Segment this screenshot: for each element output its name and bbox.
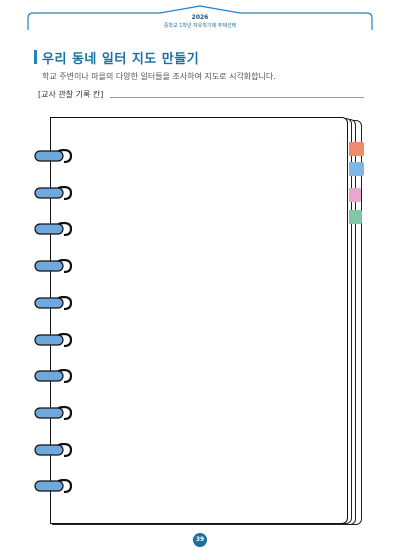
spiral-ring xyxy=(34,479,72,493)
spiral-ring xyxy=(34,259,72,273)
header-subtitle: 중학교 1학년 자유학기제 주제선택 xyxy=(163,23,237,29)
notebook-tab-pink[interactable] xyxy=(349,188,361,202)
spiral-ring xyxy=(34,443,72,457)
memo-underline[interactable] xyxy=(110,97,364,98)
spiral-ring xyxy=(34,406,72,420)
notebook-tab-orange[interactable] xyxy=(349,142,364,156)
notebook-tab-green[interactable] xyxy=(349,210,362,224)
title-accent-bar xyxy=(34,50,37,64)
spiral-ring xyxy=(34,222,72,236)
notebook-drawing-area[interactable] xyxy=(50,117,348,524)
header-decoration xyxy=(27,5,373,30)
spiral-ring xyxy=(34,149,72,163)
page-title: 우리 동네 일터 지도 만들기 xyxy=(42,52,200,67)
notebook-tab-blue[interactable] xyxy=(349,162,364,176)
spiral-ring xyxy=(34,369,72,383)
page-number: 39 xyxy=(193,533,207,547)
section-description: 학교 주변이나 마을의 다양한 일터들을 조사하여 지도로 시각화합니다. xyxy=(42,72,276,81)
spiral-ring xyxy=(34,333,72,347)
spiral-ring xyxy=(34,296,72,310)
memo-label: [교사 관찰 기록 칸] xyxy=(38,90,104,99)
header-year: 2026 xyxy=(191,14,209,21)
spiral-ring xyxy=(34,186,72,200)
